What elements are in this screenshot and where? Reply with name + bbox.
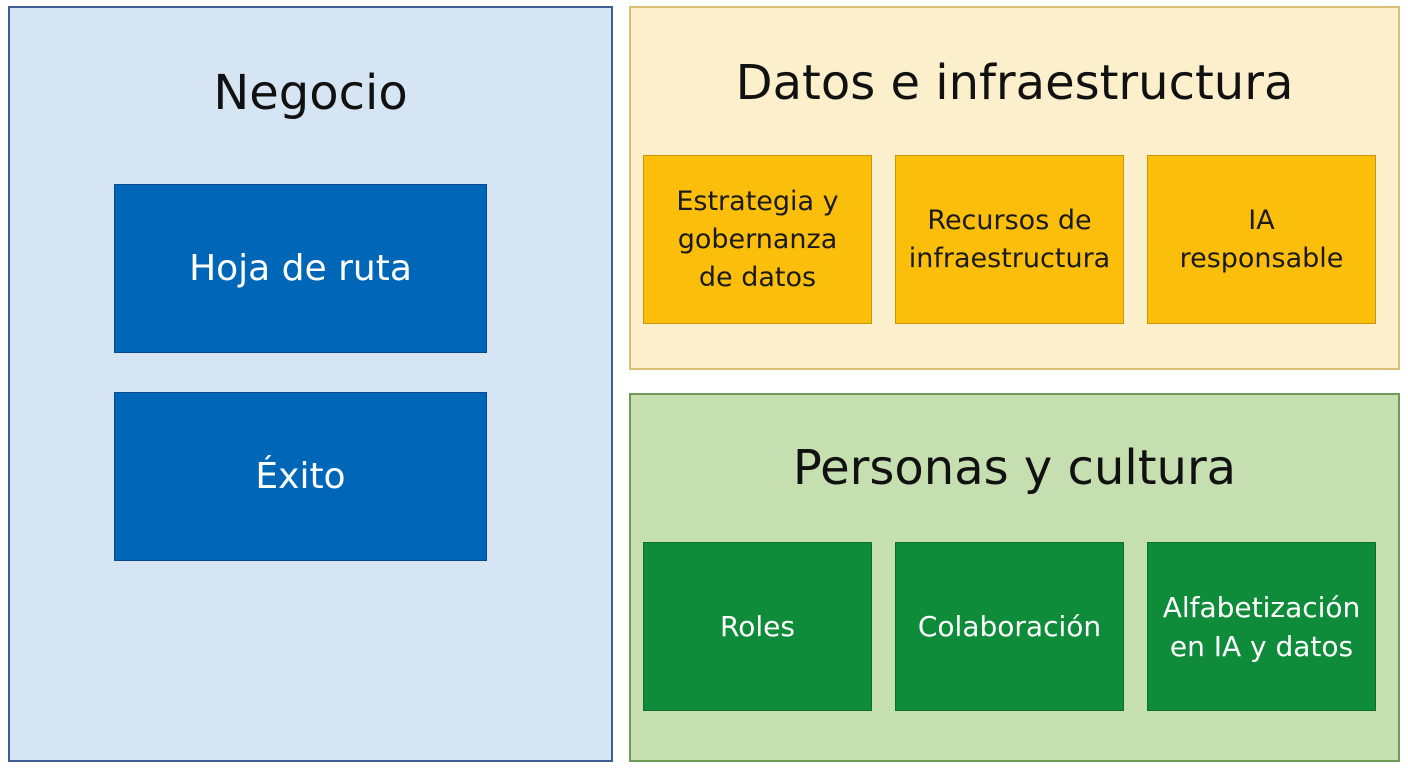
ai-data-literacy-box: Alfabetización en IA y datos bbox=[1147, 542, 1376, 711]
roles-label: Roles bbox=[720, 610, 795, 643]
success-label: Éxito bbox=[255, 455, 346, 497]
ai-data-literacy-label: Alfabetización en IA y datos bbox=[1162, 590, 1361, 663]
people-culture-title: Personas y cultura bbox=[792, 440, 1237, 496]
data-strategy-label: Estrategia y gobernanza de datos bbox=[676, 185, 839, 293]
roadmap-box: Hoja de ruta bbox=[114, 184, 487, 353]
infrastructure-resources-label: Recursos de infraestructura bbox=[908, 204, 1111, 274]
collaboration-box: Colaboración bbox=[895, 542, 1124, 711]
data-infrastructure-title: Datos e infraestructura bbox=[735, 55, 1294, 111]
infrastructure-resources-box: Recursos de infraestructura bbox=[895, 155, 1124, 324]
responsible-ai-label: IA responsable bbox=[1179, 204, 1344, 274]
success-box: Éxito bbox=[114, 392, 487, 561]
business-title: Negocio bbox=[213, 65, 408, 121]
data-infrastructure-panel: Datos e infraestructura Estrategia y gob… bbox=[629, 6, 1400, 370]
collaboration-label: Colaboración bbox=[917, 610, 1102, 643]
responsible-ai-box: IA responsable bbox=[1147, 155, 1376, 324]
business-panel: Negocio Hoja de ruta Éxito bbox=[8, 6, 613, 762]
people-culture-panel: Personas y cultura Roles Colaboración Al… bbox=[629, 393, 1400, 762]
roles-box: Roles bbox=[643, 542, 872, 711]
data-strategy-box: Estrategia y gobernanza de datos bbox=[643, 155, 872, 324]
roadmap-label: Hoja de ruta bbox=[189, 247, 412, 289]
